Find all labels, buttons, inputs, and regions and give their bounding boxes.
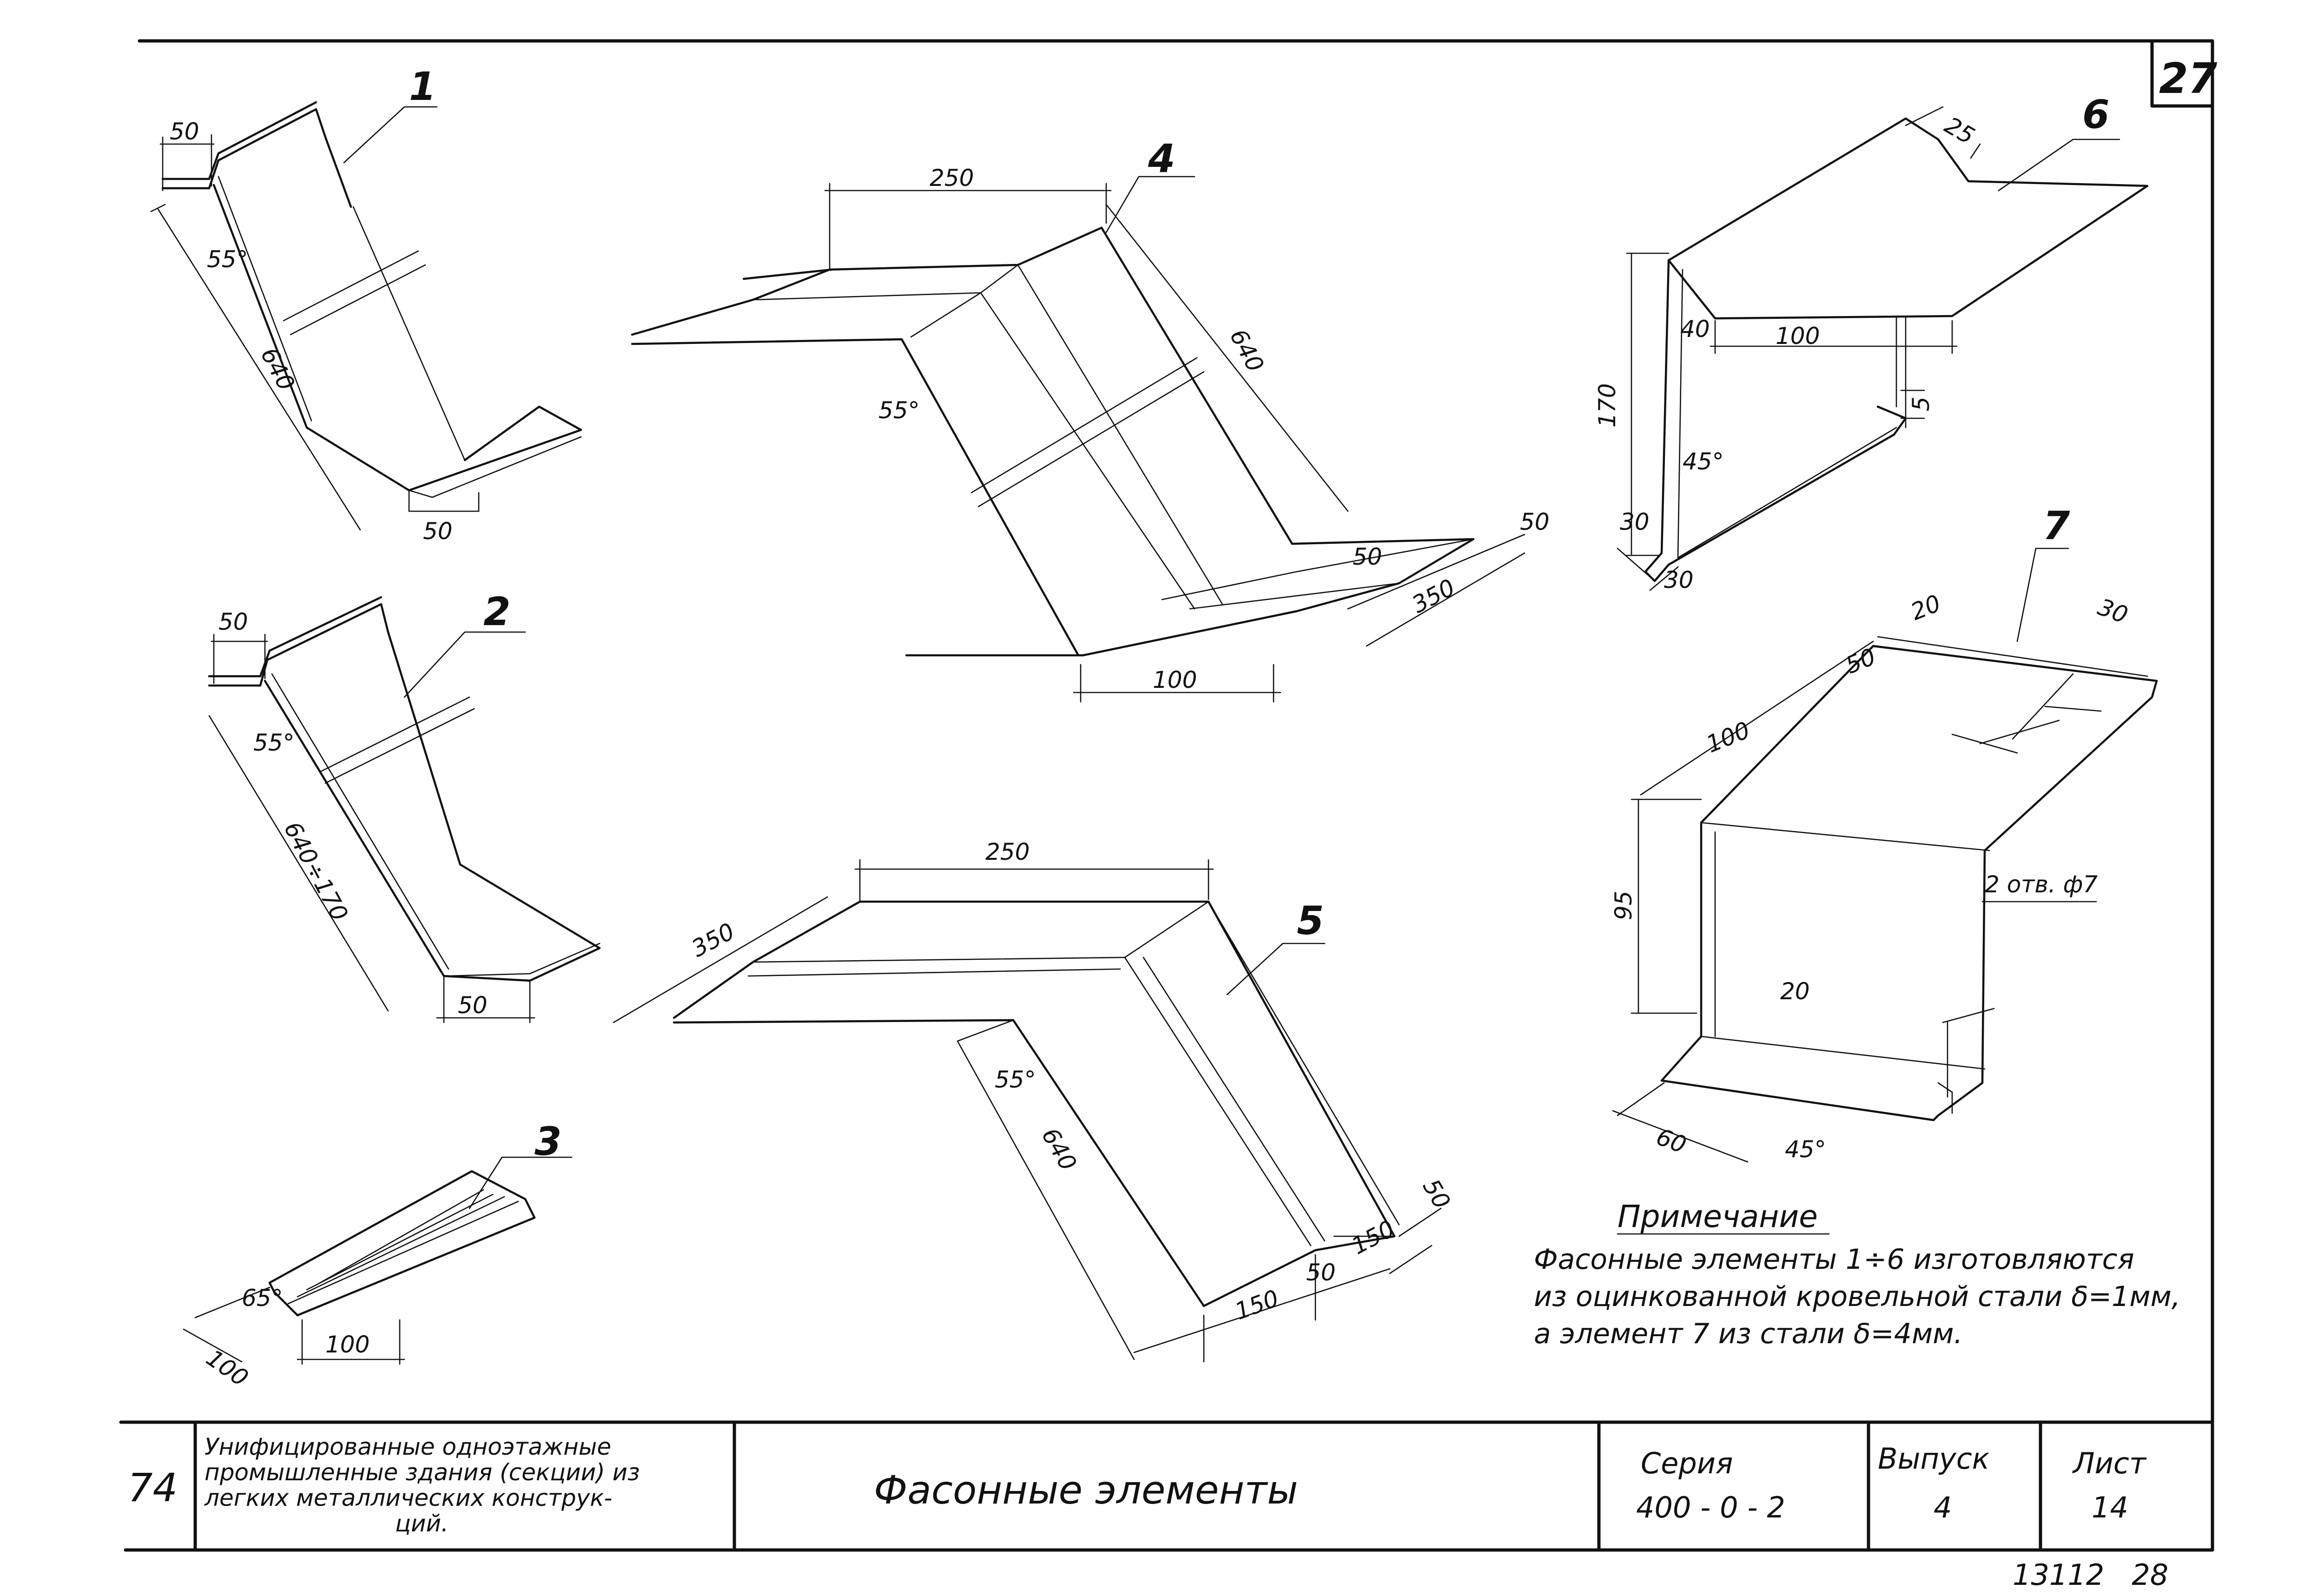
e6-label: 6: [2082, 92, 2109, 137]
issue-value: 4: [1934, 1490, 1952, 1524]
e5-right-top: 50: [1418, 1174, 1456, 1213]
note: Примечание Фасонные элементы 1÷6 изготов…: [1534, 1199, 2180, 1350]
e7-d30: 30: [2094, 594, 2132, 629]
e5-label: 5: [1297, 898, 1324, 943]
e6-angle: 45°: [1683, 448, 1724, 475]
left-margin-number: 74: [128, 1465, 178, 1510]
project-line-2: промышленные здания (секции) из: [205, 1459, 640, 1486]
note-heading: Примечание: [1618, 1199, 1818, 1234]
e4-right-flange: 50: [1520, 508, 1550, 535]
element-7: [1612, 636, 2158, 1163]
e4-length: 640: [1224, 324, 1269, 376]
e6-top-lip: 25: [1940, 112, 1979, 150]
e6-width: 100: [1776, 323, 1820, 350]
e7-d20b: 20: [1780, 978, 1810, 1005]
sheet-label: Лист: [2072, 1446, 2147, 1480]
e3-bottom: 100: [325, 1331, 370, 1358]
element-6: [1617, 106, 2149, 591]
note-line1: Фасонные элементы 1÷6 изготовляются: [1534, 1243, 2134, 1276]
e4-bottom-width: 100: [1153, 666, 1197, 693]
note-line3: а элемент 7 из стали δ=4мм.: [1534, 1318, 1963, 1350]
e3-angle: 65°: [242, 1285, 283, 1312]
project-line-4: ций.: [395, 1510, 449, 1537]
series-value: 400 - 0 - 2: [1636, 1490, 1785, 1524]
e5-step-b: 50: [1306, 1259, 1336, 1286]
e4-top-width: 250: [930, 165, 974, 191]
e1-length: 640: [255, 343, 300, 395]
e3-side: 100: [201, 1344, 253, 1392]
e1-label: 1: [409, 64, 436, 109]
e3-label: 3: [535, 1119, 561, 1164]
note-line2: из оцинкованной кровельной стали δ=1мм,: [1534, 1280, 2180, 1313]
e7-holes: 2 отв. ф7: [1985, 871, 2098, 898]
element-5: [613, 859, 1442, 1363]
e2-length: 640÷170: [278, 817, 353, 925]
e7-height: 95: [1610, 890, 1637, 920]
project-line-1: Унифицированные одноэтажные: [205, 1433, 611, 1460]
e7-label: 7: [2043, 503, 2070, 548]
title-block: [193, 1420, 2042, 1552]
drawing-title: Фасонные элементы: [874, 1467, 1298, 1513]
e5-bottom-right: 150: [1231, 1285, 1282, 1325]
e5-length: 640: [1037, 1123, 1082, 1175]
e1-top-flange: 50: [170, 118, 199, 145]
e2-label: 2: [483, 589, 510, 634]
e7-angle: 45°: [1785, 1136, 1826, 1163]
e1-angle: 55°: [207, 246, 248, 273]
page-number: 27: [2159, 54, 2218, 103]
element-3: [183, 1170, 536, 1365]
issue-label: Выпуск: [1878, 1442, 1990, 1476]
e7-d100: 100: [1703, 717, 1754, 758]
e6-base-a: 30: [1620, 508, 1650, 535]
sheet-frame: [119, 39, 2214, 1552]
project-line-3: легких металлических конструк-: [204, 1484, 612, 1511]
e5-left-flange: 350: [687, 918, 739, 963]
e1-bottom-flange: 50: [423, 518, 453, 545]
e2-bottom-flange: 50: [458, 992, 488, 1019]
e4-angle: 55°: [878, 397, 920, 424]
e6-base-b: 30: [1664, 567, 1694, 594]
e4-step: 50: [1353, 543, 1382, 570]
element-1: [150, 101, 582, 531]
element-2: [208, 596, 601, 1023]
e5-top-width: 250: [985, 838, 1030, 865]
sheet-value: 14: [2092, 1490, 2128, 1524]
e6-drop: 5: [1908, 396, 1934, 411]
element-4: [631, 183, 1525, 703]
e5-step-a: 150: [1347, 1215, 1399, 1260]
e2-angle: 55°: [253, 729, 295, 756]
e4-label: 4: [1148, 136, 1175, 181]
e6-inner: 40: [1680, 316, 1710, 343]
e2-top-flange: 50: [218, 608, 248, 635]
e7-d20: 20: [1907, 590, 1945, 626]
e5-angle: 55°: [995, 1066, 1036, 1093]
bottom-numbers: 13112 28: [2013, 1558, 2168, 1592]
e6-height: 170: [1594, 383, 1621, 428]
series-label: Серия: [1641, 1446, 1733, 1480]
